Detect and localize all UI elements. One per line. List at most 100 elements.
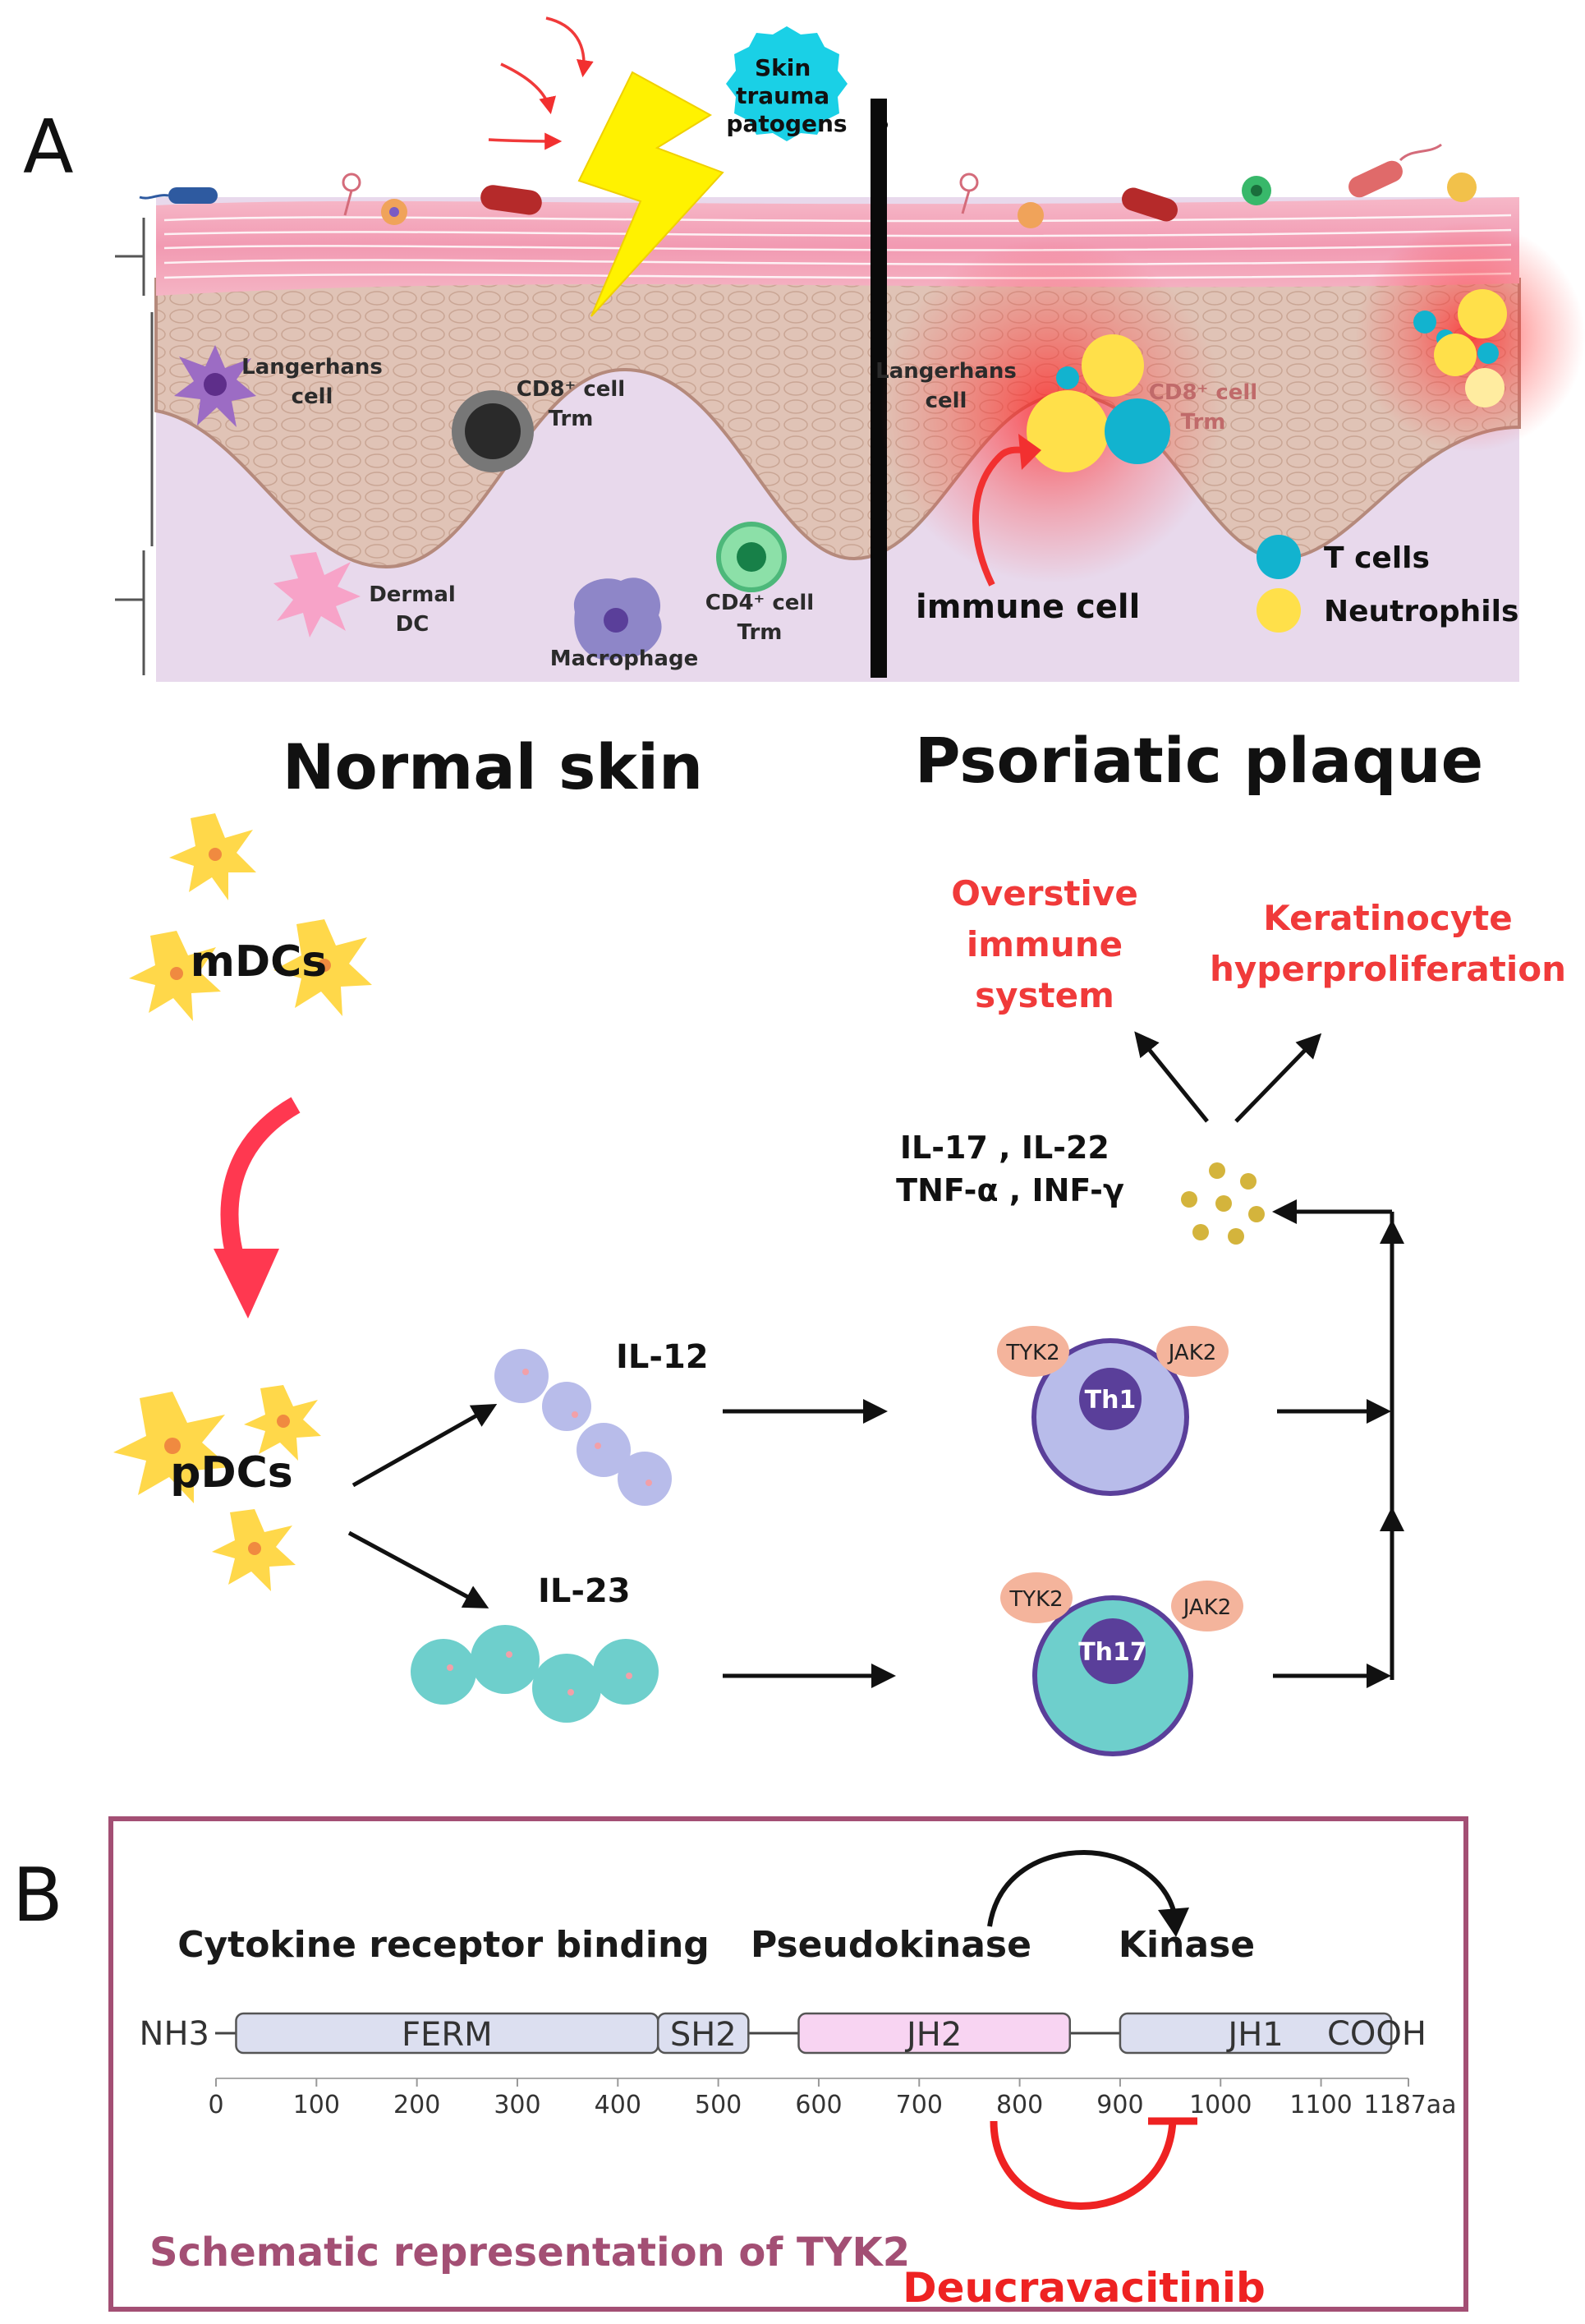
inhibition-arc xyxy=(990,2120,1177,2210)
tyk2-box xyxy=(108,1816,1468,2312)
macrophage-label-line: Macrophage xyxy=(550,647,698,671)
axis-end-label: 1187aa xyxy=(1363,2091,1456,2119)
th1-jak2-label: JAK2 xyxy=(1167,1341,1217,1365)
axis-tick-label: 400 xyxy=(595,2091,641,2119)
outcome-immune-text-line: system xyxy=(975,975,1114,1015)
autoinhibition-arrow xyxy=(987,1849,1177,1927)
skin-illustration: Skin trauma patogens Langerhans cell CD8⁺ … xyxy=(115,16,1585,682)
outcome-kerat-text: Keratinocyte hyperproliferation xyxy=(1210,898,1566,989)
th1-label: Th1 xyxy=(1085,1386,1137,1415)
il12-label: IL-12 xyxy=(616,1338,709,1376)
il23-molecules xyxy=(411,1625,659,1723)
region-label: Pseudokinase xyxy=(751,1924,1031,1966)
outcome-kerat-text-line: hyperproliferation xyxy=(1210,949,1566,989)
axis-tick-label: 0 xyxy=(208,2091,223,2119)
axis-tick-label: 1100 xyxy=(1289,2091,1352,2119)
tyk2-schematic-title: Schematic representation of TYK2 xyxy=(149,2230,910,2276)
trigger-line-2: trauma xyxy=(736,82,829,109)
psoriatic-plaque-title: Psoriatic plaque xyxy=(915,724,1483,797)
axis-tick-label: 100 xyxy=(293,2091,340,2119)
cd4-label-line: Trm xyxy=(737,620,783,645)
outcome-immune-text: Overstive immune system xyxy=(951,873,1138,1015)
n-terminus-label: NH3 xyxy=(140,2015,209,2053)
cytokine-dots xyxy=(1181,1162,1265,1245)
arrow-pdc-il12 xyxy=(351,1404,498,1488)
dermal-dc-icon xyxy=(273,552,361,637)
normal-skin-title: Normal skin xyxy=(283,730,703,803)
plaque-cell-cluster xyxy=(1027,289,1507,472)
legend-label: Neutrophils xyxy=(1324,595,1518,628)
th1-tyk2-label: TYK2 xyxy=(1005,1341,1059,1365)
dermal-dc-label-line: Dermal xyxy=(369,582,456,607)
mdcs-icon xyxy=(129,813,372,1021)
domain-sh2-label: SH2 xyxy=(670,2016,737,2054)
domain-jh1-label: JH1 xyxy=(1225,2016,1283,2054)
cd8-label-line: Trm xyxy=(549,407,594,431)
cytokine-line-1: IL-17 , IL-22 xyxy=(900,1130,1110,1166)
domain-jh1-box xyxy=(1119,2012,1393,2055)
legend-swatch xyxy=(1257,588,1301,633)
axis-tick-label: 300 xyxy=(494,2091,540,2119)
cytokine-line-2: TNF-α , INF-γ xyxy=(896,1172,1124,1208)
domain-jh2-box xyxy=(797,2012,1072,2055)
langerhans-label: Langerhans cell xyxy=(241,355,383,409)
cd8-cell-icon xyxy=(452,390,534,472)
pdcs-icon xyxy=(113,1385,321,1591)
plaque-langerhans-label-line: Langerhans xyxy=(875,359,1017,384)
plaque-cd8-label-line: Trm xyxy=(1181,410,1226,435)
trigger-line-1: Skin xyxy=(755,54,811,81)
immune-cell-label: immune cell xyxy=(916,588,1140,626)
axis-tick-label: 700 xyxy=(896,2091,943,2119)
th1-cell xyxy=(997,1326,1229,1496)
domain-ferm-label: FERM xyxy=(402,2016,493,2054)
th17-cell xyxy=(1000,1572,1243,1756)
axis-tick-label: 800 xyxy=(996,2091,1043,2119)
langerhans-label-line: Langerhans xyxy=(241,355,383,380)
region-label: Kinase xyxy=(1119,1924,1255,1966)
axis-tick-label: 500 xyxy=(695,2091,742,2119)
axis-tick-label: 600 xyxy=(795,2091,842,2119)
th17-label: Th17 xyxy=(1078,1638,1147,1667)
outcome-kerat-text-line: Keratinocyte xyxy=(1263,898,1512,938)
langerhans-cell-icon xyxy=(174,345,256,427)
region-label: Cytokine receptor binding xyxy=(177,1924,710,1966)
outcome-immune-text-line: Overstive xyxy=(951,873,1138,913)
arrow-to-kerat-outcome xyxy=(1234,1033,1322,1123)
plaque-cd8-label-line: CD8⁺ cell xyxy=(1149,380,1257,405)
outcome-immune-text-line: immune xyxy=(967,924,1123,964)
arrow-to-immune-outcome xyxy=(1134,1031,1209,1123)
th17-jak2-receptor xyxy=(1171,1581,1243,1631)
macrophage-icon xyxy=(573,578,662,660)
cd4-cell-icon xyxy=(716,522,787,592)
outcome-immune-system: Overstive immune system xyxy=(951,873,1138,1015)
drug-label: Deucravacitinib xyxy=(903,2264,1266,2312)
domain-jh2-label: JH2 xyxy=(904,2016,962,2054)
axis-tick-label: 900 xyxy=(1096,2091,1143,2119)
th1-jak2-receptor xyxy=(1156,1326,1229,1377)
legend-label: T cells xyxy=(1324,541,1430,575)
axis-tick-label: 200 xyxy=(393,2091,440,2119)
pdcs-label: pDCs xyxy=(170,1448,293,1498)
il23-label: IL-23 xyxy=(538,1572,631,1610)
panel-b-letter: B xyxy=(12,1852,63,1939)
plaque-langerhans-label-line: cell xyxy=(926,389,967,413)
th17-tyk2-label: TYK2 xyxy=(1008,1587,1063,1612)
trigger-badge xyxy=(726,26,848,141)
langerhans-label-line: cell xyxy=(292,384,333,409)
trigger-line-3: patogens xyxy=(726,110,847,137)
immune-cell-arrow xyxy=(972,446,1027,587)
cd8-label-line: CD8⁺ cell xyxy=(517,377,625,402)
arrow-pdc-il23 xyxy=(347,1530,489,1608)
legend-swatch xyxy=(1257,535,1301,579)
mdcs-label: mDCs xyxy=(191,937,327,987)
